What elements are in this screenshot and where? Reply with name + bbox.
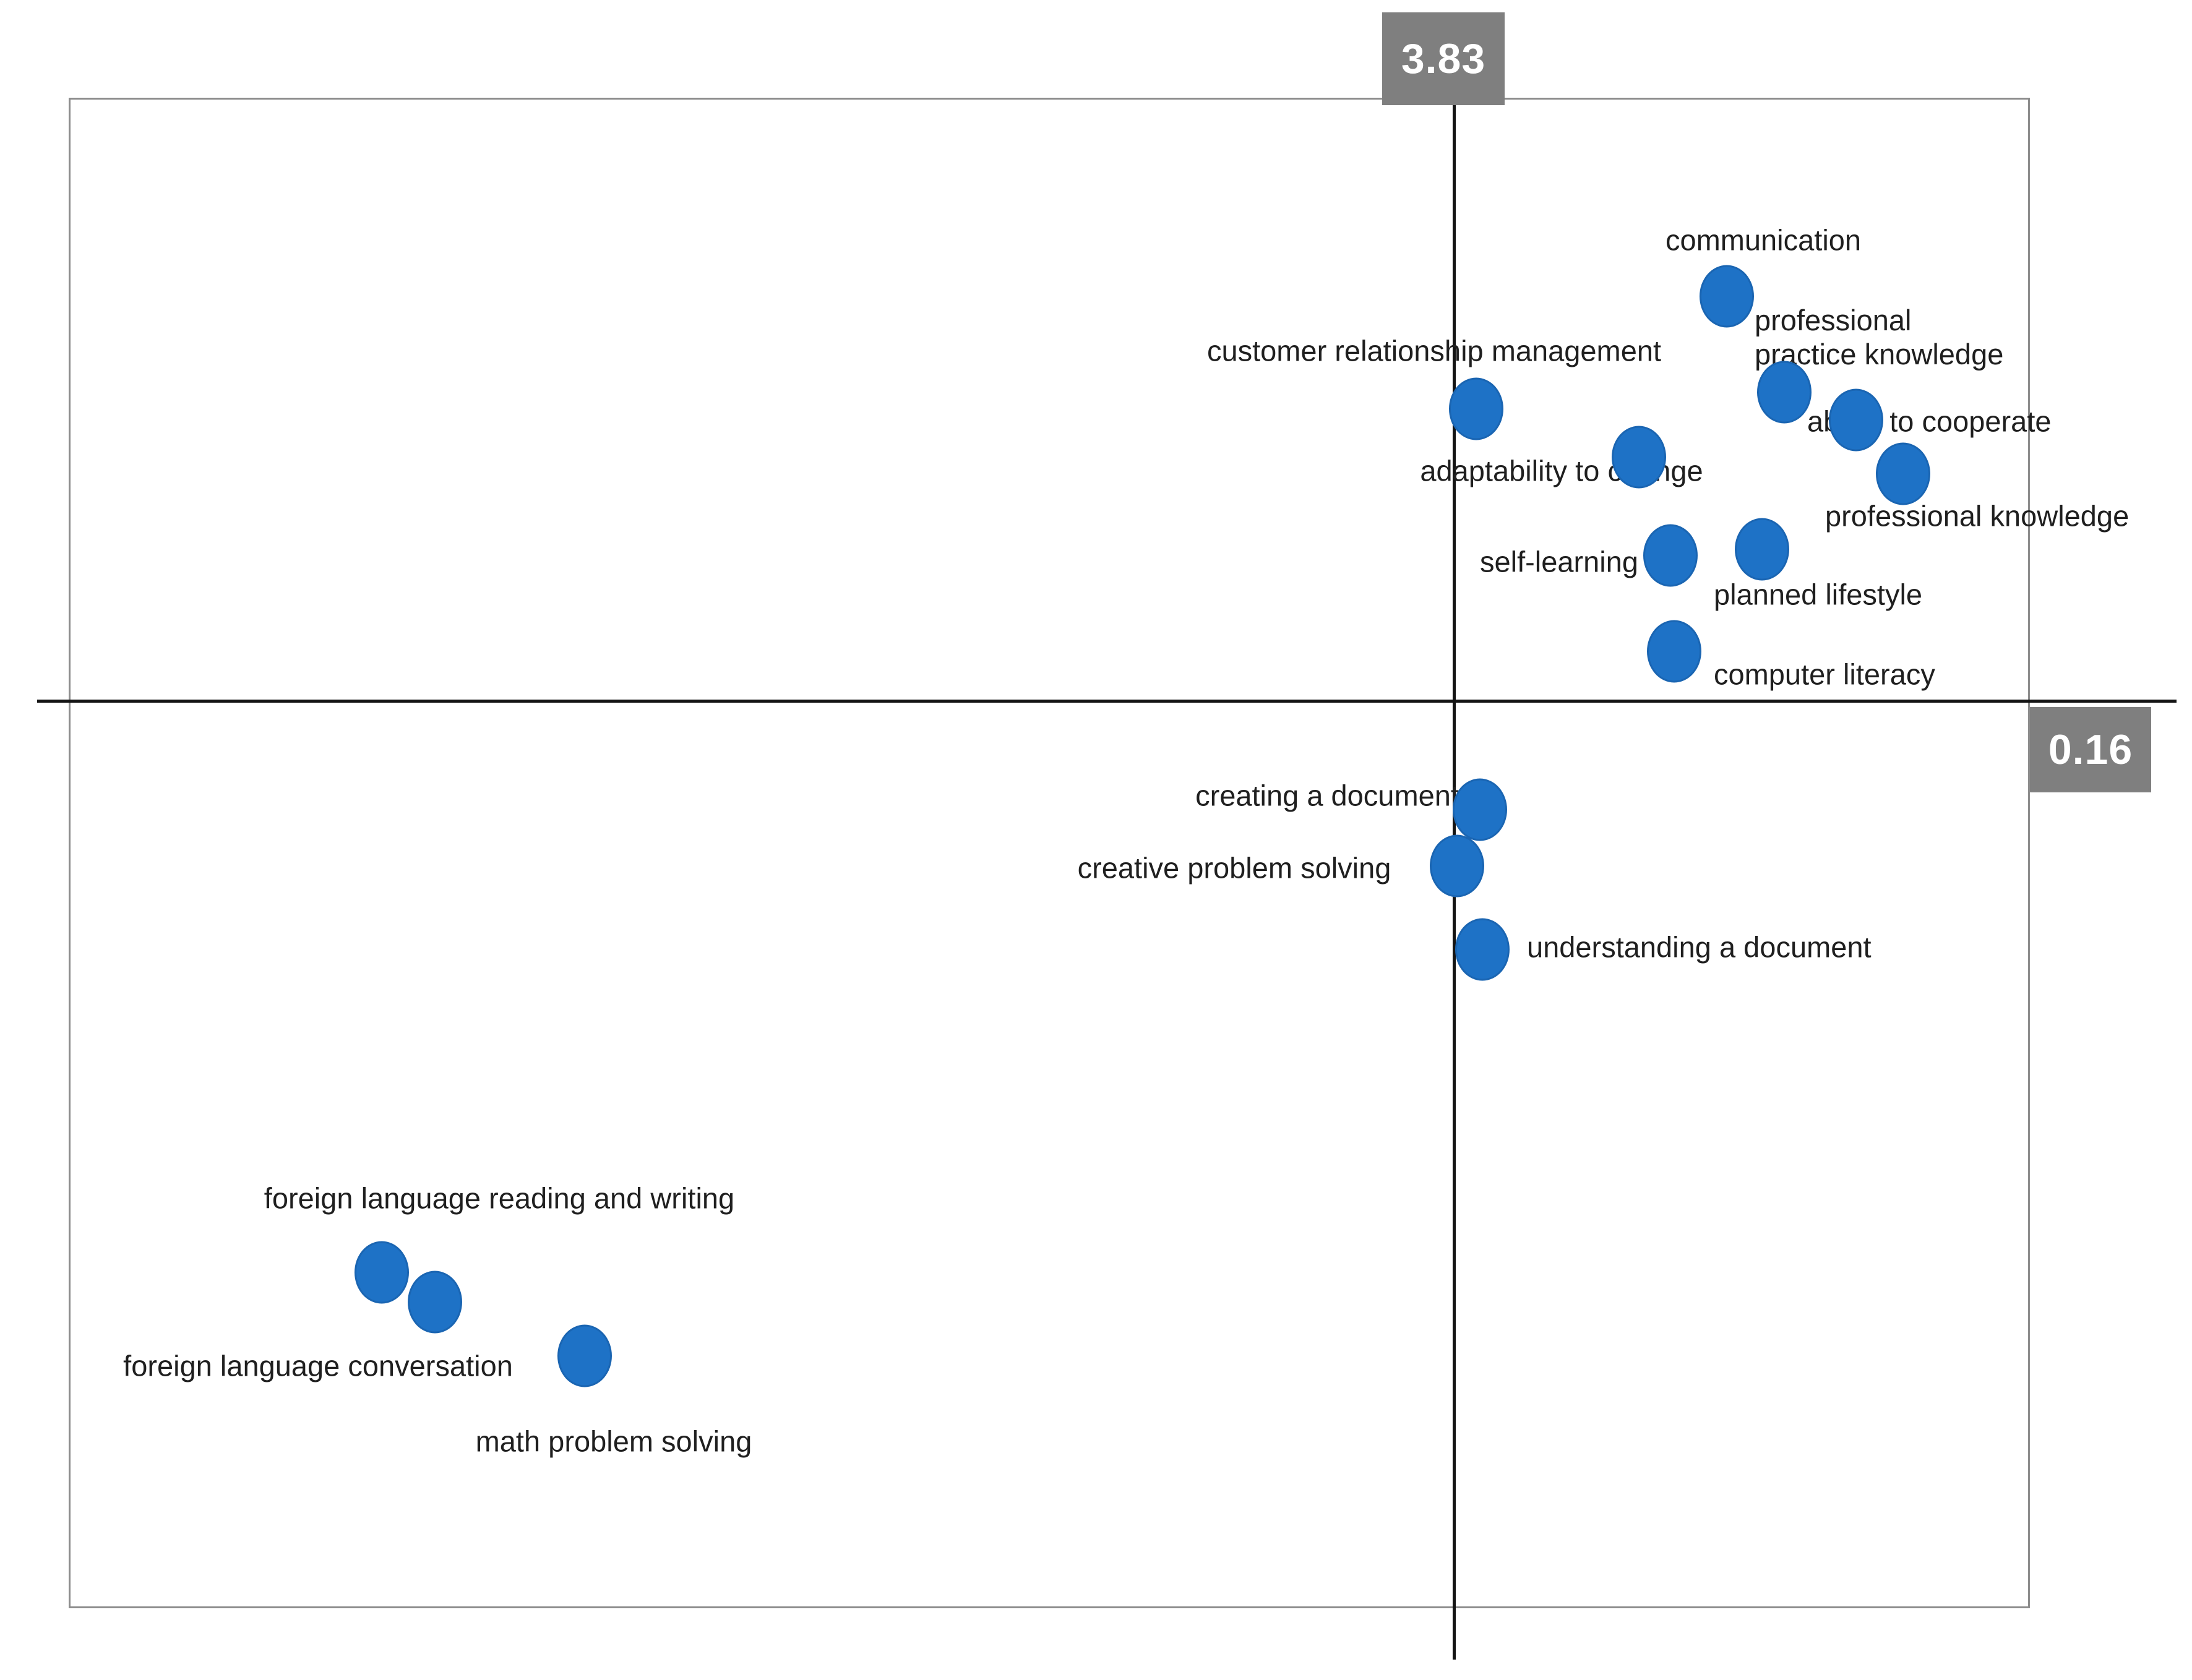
label-professional-knowledge: professional knowledge xyxy=(1825,499,2130,533)
label-creating-a-document: creating a document xyxy=(1195,779,1459,812)
label-foreign-language-reading-and-writing: foreign language reading and writing xyxy=(264,1181,735,1215)
dot-math-problem-solving xyxy=(557,1324,612,1387)
dot-professional-practice-knowledge xyxy=(1757,361,1812,424)
dot-foreign-language-reading-and-writing xyxy=(355,1241,409,1304)
horizontal-reference-line xyxy=(37,700,2177,703)
label-self-learning: self-learning xyxy=(1479,545,1639,578)
plot-frame xyxy=(69,98,2030,1608)
dot-creating-a-document xyxy=(1453,778,1507,841)
dot-understanding-a-document xyxy=(1455,918,1510,981)
dot-planned-lifestyle xyxy=(1735,518,1789,581)
label-math-problem-solving: math problem solving xyxy=(475,1425,752,1458)
label-planned-lifestyle: planned lifestyle xyxy=(1714,578,1923,611)
dot-self-learning xyxy=(1643,524,1698,587)
x-threshold-badge: 3.83 xyxy=(1382,12,1505,105)
dot-communication xyxy=(1700,265,1754,328)
dot-creative-problem-solving xyxy=(1430,834,1484,898)
dot-professional-knowledge xyxy=(1876,442,1930,505)
dot-ability-to-cooperate xyxy=(1829,388,1883,452)
dot-foreign-language-conversation xyxy=(408,1271,462,1334)
dot-adaptability-to-change xyxy=(1612,426,1666,489)
label-creative-problem-solving: creative problem solving xyxy=(1077,851,1391,885)
y-threshold-badge: 0.16 xyxy=(2030,707,2151,792)
dot-computer-literacy xyxy=(1647,620,1701,683)
label-understanding-a-document: understanding a document xyxy=(1527,930,1872,964)
dot-customer-relationship-management xyxy=(1449,377,1503,440)
label-customer-relationship-management: customer relationship management xyxy=(1206,334,1662,367)
label-computer-literacy: computer literacy xyxy=(1714,658,1935,691)
label-communication: communication xyxy=(1665,223,1862,257)
label-foreign-language-conversation: foreign language conversation xyxy=(123,1349,513,1382)
